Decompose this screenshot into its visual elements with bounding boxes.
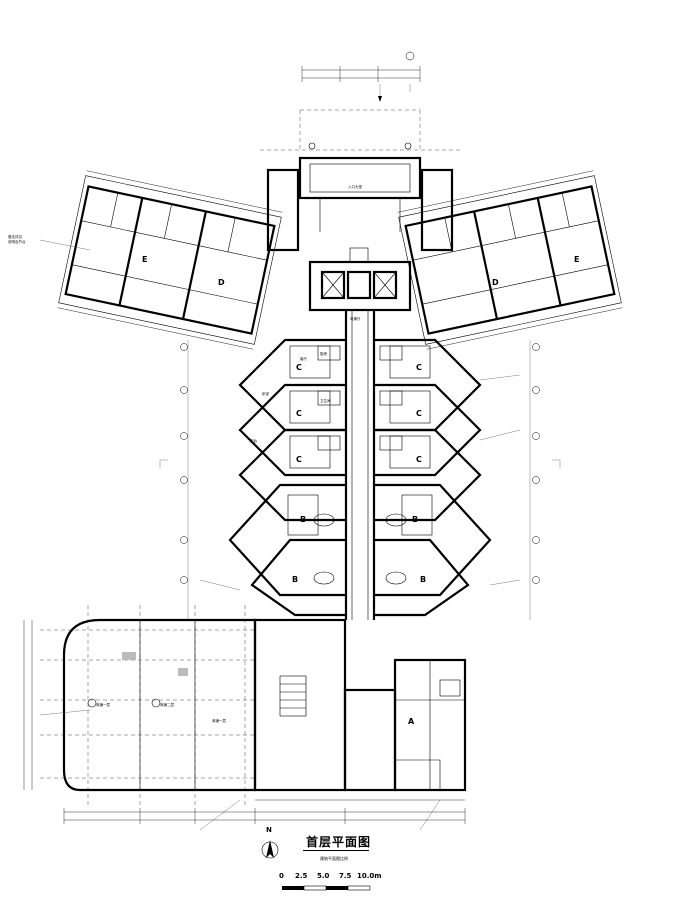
kitchen-label: 厨房	[320, 351, 328, 356]
unit-e-right: E	[574, 255, 579, 264]
note-1: 做法详见	[8, 234, 22, 239]
b-units-left	[228, 483, 346, 617]
unit-c1-right: C	[416, 363, 422, 372]
shop2-label: 商铺二层	[160, 702, 174, 707]
entrance-block: 入口大堂	[266, 142, 454, 252]
scale-label-4: 10.0m	[357, 872, 382, 880]
unit-b1-left: B	[300, 515, 306, 524]
title-underline	[303, 850, 369, 851]
balcony-label: 阳台	[250, 438, 258, 443]
unit-d-left: D	[218, 278, 225, 287]
core-block	[308, 247, 412, 312]
drawing-title: 首层平面图	[306, 835, 372, 849]
scale-label-3: 7.5	[339, 872, 352, 880]
side-axes	[159, 340, 561, 620]
shop1-label: 商铺一层	[96, 702, 110, 707]
podium-shops	[40, 605, 257, 808]
unit-labels: E D D E C C C C C C B B B B A	[142, 255, 579, 726]
bedroom-label: 卧室	[262, 391, 270, 396]
central-corridor	[344, 310, 376, 620]
north-arrow-icon	[261, 840, 279, 859]
callout-notes: 做法详见 说明及节点	[8, 234, 521, 831]
scale-label-2: 5.0	[317, 872, 330, 880]
left-wing	[57, 170, 283, 350]
c-units-left	[238, 338, 346, 522]
unit-a: A	[408, 717, 415, 726]
unit-d-right: D	[492, 278, 499, 287]
scale-bar	[282, 885, 371, 891]
scale-label-1: 2.5	[295, 872, 308, 880]
top-dimension-lines	[301, 51, 421, 102]
c-units-right	[374, 338, 482, 522]
unit-b2-left: B	[292, 575, 298, 584]
toilet-label: 卫生间	[320, 398, 331, 403]
right-wing	[397, 170, 623, 350]
unit-c1-left: C	[296, 363, 302, 372]
unit-c3-right: C	[416, 455, 422, 464]
unit-c2-left: C	[296, 409, 302, 418]
bottom-dimension-lines	[23, 620, 466, 824]
scale-label-0: 0	[279, 872, 284, 880]
note-2: 说明及节点	[8, 239, 26, 244]
north-label: N	[266, 826, 272, 834]
living-label: 客厅	[300, 356, 308, 361]
shop3-label: 商铺一层	[212, 718, 226, 723]
unit-b1-right: B	[412, 515, 418, 524]
unit-b2-right: B	[420, 575, 426, 584]
unit-c2-right: C	[416, 409, 422, 418]
b-units-right	[374, 483, 492, 617]
svg-text:入口大堂: 入口大堂	[348, 184, 362, 189]
unit-e-left: E	[142, 255, 147, 264]
canopy-outline	[260, 109, 460, 151]
podium-lobby	[253, 618, 467, 801]
drawing-subtitle: 建筑平面图比例	[320, 856, 348, 861]
elevator-label: 电梯厅	[350, 316, 361, 321]
unit-c3-left: C	[296, 455, 302, 464]
room-names: 商铺一层 商铺二层 商铺一层 电梯厅 客厅 卧室 厨房 卫生间 阳台	[96, 316, 361, 723]
